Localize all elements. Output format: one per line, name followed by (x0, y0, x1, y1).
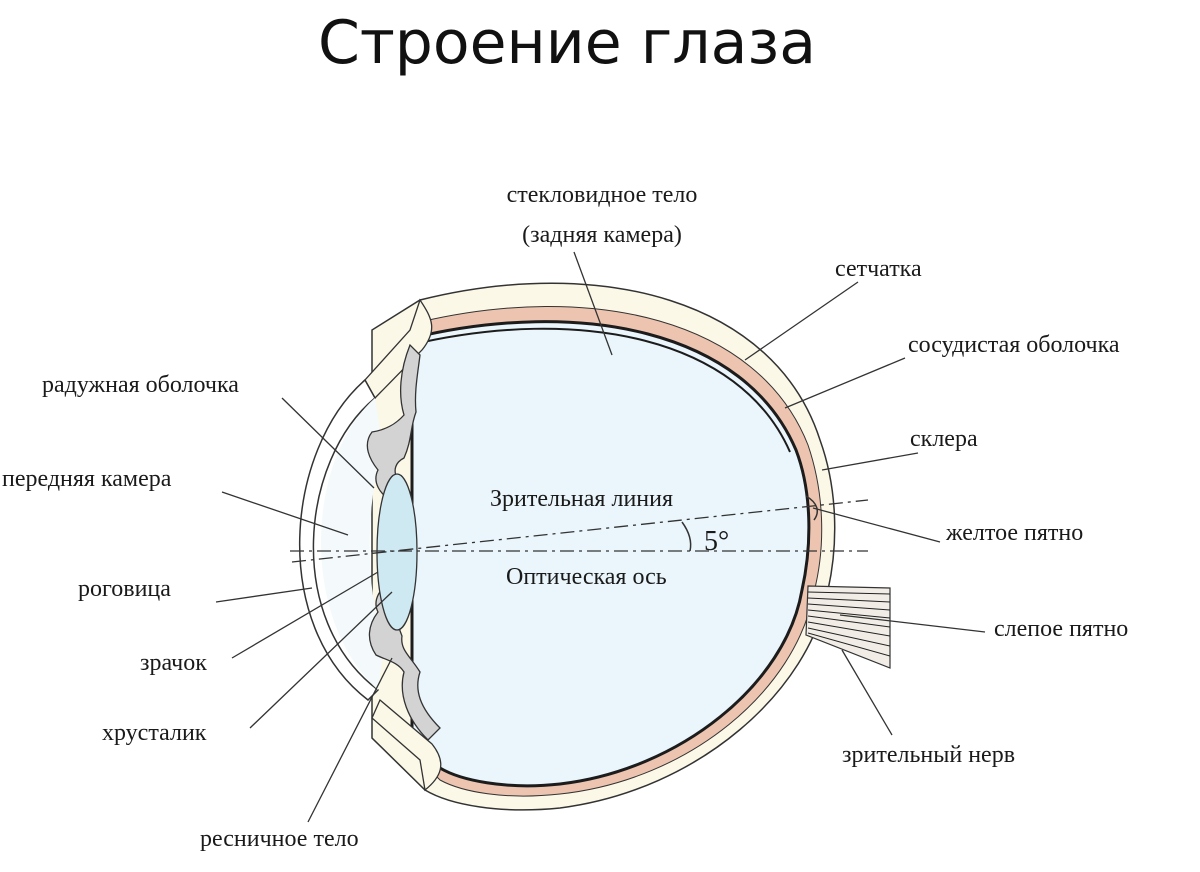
leader-vitreous (573, 251, 613, 356)
label-optic-axis: Оптическая ось (506, 564, 667, 590)
label-angle: 5° (704, 526, 729, 557)
leader-macula (812, 507, 941, 543)
leader-lines (215, 251, 986, 823)
label-lens: хрусталик (102, 720, 207, 746)
vitreous-shape (410, 320, 811, 788)
page-title: Строение глаза (317, 8, 817, 78)
label-visual-line: Зрительная линия (490, 486, 673, 512)
label-anterior-chamber: передняя камера (2, 466, 172, 492)
leader-anterior-chamber (221, 491, 349, 536)
label-blind-spot: слепое пятно (994, 616, 1128, 642)
label-choroid: сосудистая оболочка (908, 332, 1120, 358)
label-optic-nerve: зрительный нерв (842, 742, 1015, 768)
lens-shape (376, 473, 418, 631)
iris-upper-shape (366, 343, 421, 501)
label-ciliary-body: ресничное тело (200, 826, 359, 852)
cornea-shape (298, 378, 380, 701)
leader-optic-nerve (841, 649, 893, 736)
leader-lens (249, 591, 393, 729)
label-pupil: зрачок (140, 650, 207, 676)
sclera-fold-bottom (371, 698, 442, 792)
leader-choroid (784, 357, 906, 409)
leader-sclera (821, 452, 919, 471)
leader-iris (281, 397, 375, 489)
label-vitreous-line1: стекловидное тело (507, 182, 698, 208)
angle-arc (681, 521, 692, 552)
label-macula: желтое пятно (945, 520, 1083, 546)
label-sclera: склера (910, 426, 978, 452)
label-retina: сетчатка (835, 256, 922, 282)
visual-line (291, 499, 869, 563)
leader-ciliary-body (307, 657, 393, 823)
leader-blind-spot (839, 614, 986, 633)
optic-nerve-shape (805, 585, 891, 669)
leader-cornea (215, 587, 313, 603)
retina-line (409, 327, 791, 453)
label-iris: радужная оболочка (42, 372, 239, 398)
leader-retina (744, 281, 859, 361)
label-cornea: роговица (78, 576, 171, 602)
leader-pupil (231, 571, 379, 659)
label-vitreous-line2: (задняя камера) (522, 222, 682, 248)
macula-dip (805, 495, 819, 521)
anterior-chamber-shape (320, 398, 385, 690)
